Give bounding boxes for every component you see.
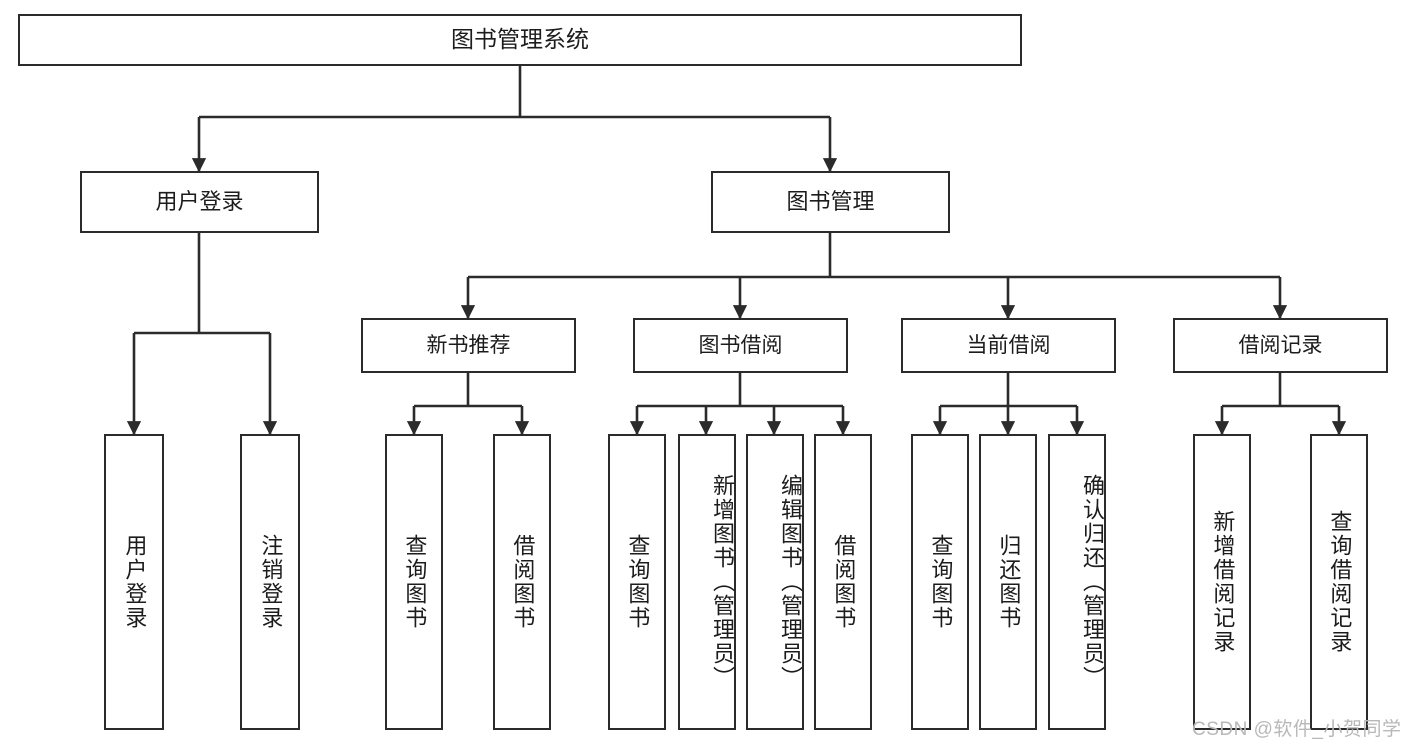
leaf-borrow-book-recommend[interactable]: 借阅图书 bbox=[493, 434, 551, 730]
node-new-book-recommend[interactable]: 新书推荐 bbox=[361, 318, 576, 373]
leaf-edit-book-admin-label: 编辑图书（管理员） bbox=[778, 474, 803, 690]
leaf-logout-label: 注销登录 bbox=[258, 534, 284, 630]
leaf-query-book-current[interactable]: 查询图书 bbox=[911, 434, 969, 730]
node-borrow-record-label: 借阅记录 bbox=[1238, 333, 1323, 357]
leaf-return-book-label: 归还图书 bbox=[996, 534, 1022, 630]
leaf-query-borrow-record[interactable]: 查询借阅记录 bbox=[1310, 434, 1368, 730]
node-book-borrow[interactable]: 图书借阅 bbox=[633, 318, 848, 373]
node-root-label: 图书管理系统 bbox=[451, 26, 589, 53]
leaf-query-borrow-record-label: 查询借阅记录 bbox=[1327, 510, 1353, 654]
node-user-login[interactable]: 用户登录 bbox=[80, 171, 319, 233]
leaf-logout[interactable]: 注销登录 bbox=[240, 434, 300, 730]
leaf-confirm-return-admin[interactable]: 确认归还（管理员） bbox=[1048, 434, 1106, 730]
leaf-borrow-book-label: 借阅图书 bbox=[831, 534, 857, 630]
node-book-management[interactable]: 图书管理 bbox=[711, 171, 950, 233]
leaf-borrow-book[interactable]: 借阅图书 bbox=[814, 434, 872, 730]
node-borrow-record[interactable]: 借阅记录 bbox=[1173, 318, 1388, 373]
watermark: CSDN @软件_小贺同学 bbox=[1192, 719, 1402, 740]
leaf-add-borrow-record[interactable]: 新增借阅记录 bbox=[1193, 434, 1251, 730]
node-current-borrow[interactable]: 当前借阅 bbox=[901, 318, 1116, 373]
node-root[interactable]: 图书管理系统 bbox=[18, 14, 1022, 66]
leaf-query-book-borrow-label: 查询图书 bbox=[625, 534, 651, 630]
node-current-borrow-label: 当前借阅 bbox=[966, 333, 1051, 357]
leaf-user-login[interactable]: 用户登录 bbox=[104, 434, 164, 730]
leaf-edit-book-admin[interactable]: 编辑图书（管理员） bbox=[746, 434, 804, 730]
node-user-login-label: 用户登录 bbox=[155, 188, 244, 214]
leaf-query-book-recommend-label: 查询图书 bbox=[402, 534, 428, 630]
leaf-query-book-borrow[interactable]: 查询图书 bbox=[608, 434, 666, 730]
node-book-borrow-label: 图书借阅 bbox=[698, 333, 783, 357]
node-book-management-label: 图书管理 bbox=[786, 188, 875, 214]
leaf-add-book-admin-label: 新增图书（管理员） bbox=[710, 474, 735, 690]
leaf-query-book-recommend[interactable]: 查询图书 bbox=[385, 434, 443, 730]
leaf-add-borrow-record-label: 新增借阅记录 bbox=[1210, 510, 1236, 654]
node-new-book-recommend-label: 新书推荐 bbox=[426, 333, 511, 357]
leaf-confirm-return-admin-label: 确认归还（管理员） bbox=[1080, 474, 1105, 690]
leaf-return-book[interactable]: 归还图书 bbox=[979, 434, 1037, 730]
leaf-borrow-book-recommend-label: 借阅图书 bbox=[510, 534, 536, 630]
leaf-user-login-label: 用户登录 bbox=[122, 534, 148, 630]
leaf-add-book-admin[interactable]: 新增图书（管理员） bbox=[678, 434, 736, 730]
leaf-query-book-current-label: 查询图书 bbox=[928, 534, 954, 630]
